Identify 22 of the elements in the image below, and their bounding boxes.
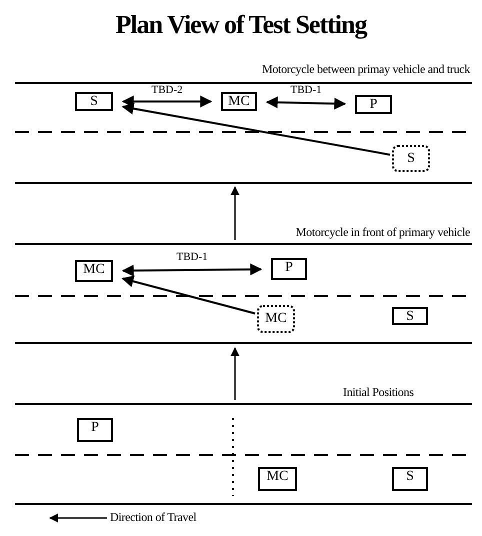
vehicle-box: MC bbox=[75, 260, 113, 282]
former-position-box: MC bbox=[257, 305, 295, 333]
vehicle-box: MC bbox=[258, 467, 297, 491]
double-arrow bbox=[122, 263, 262, 277]
vehicle-box: S bbox=[392, 307, 428, 325]
vehicle-box: S bbox=[392, 467, 428, 491]
vehicle-box: P bbox=[355, 95, 392, 114]
diagram-title: Plan View of Test Setting bbox=[114, 10, 368, 40]
double-arrow bbox=[122, 96, 212, 108]
vehicle-box: P bbox=[271, 258, 307, 280]
vehicle-box: S bbox=[75, 92, 113, 111]
panel-heading: Motorcycle in front of primary vehicle bbox=[296, 225, 470, 240]
direction-caption: Direction of Travel bbox=[110, 510, 196, 525]
former-position-box: S bbox=[392, 145, 430, 172]
arrow bbox=[122, 102, 390, 156]
vehicle-box: MC bbox=[221, 92, 257, 111]
panel-heading: Initial Positions bbox=[343, 385, 414, 400]
double-arrow bbox=[266, 96, 346, 110]
edge-label: TBD-2 bbox=[150, 84, 184, 96]
arrow bbox=[122, 276, 256, 314]
panel-heading: Motorcycle between primay vehicle and truck bbox=[262, 62, 470, 77]
vehicle-box: P bbox=[77, 418, 113, 442]
